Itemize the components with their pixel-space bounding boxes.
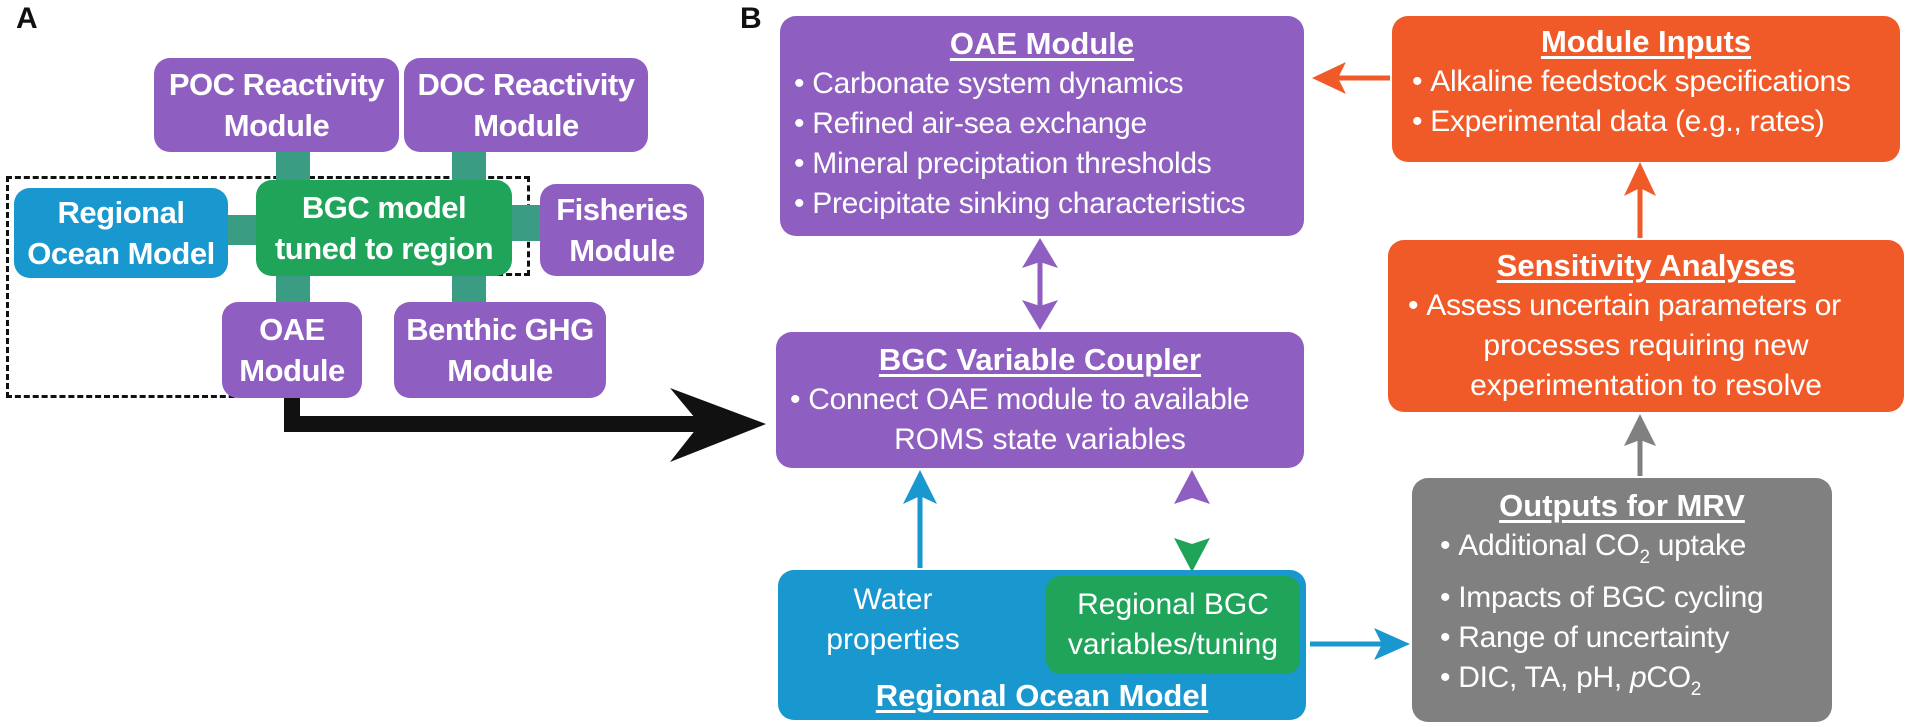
panel-b-label: B [740,2,762,35]
module-inputs-box: Module Inputs Alkaline feedstock specifi… [1392,16,1900,162]
module-inputs-bullets: Alkaline feedstock specifications Experi… [1412,62,1900,142]
module-inputs-bullet: Alkaline feedstock specifications [1412,62,1900,102]
bgc-model-label: BGC model tuned to region [274,190,494,266]
sensitivity-bullets: Assess uncertain parameters or [1408,286,1904,326]
coupler-bullet: Connect OAE module to available [790,380,1304,420]
oae-module-title: OAE Module [949,26,1135,61]
oae-bullet: Carbonate system dynamics [794,64,1304,104]
sensitivity-continuation: processes requiring new experimentation … [1388,326,1904,406]
benthic-ghg-module: Benthic GHG Module [394,302,606,398]
regional-ocean-label-a: Regional Ocean Model [27,195,215,271]
oae-module-box: OAE Module Carbonate system dynamics Ref… [780,16,1304,236]
dic-prefix: DIC, TA, pH, [1458,661,1630,694]
co2-subscript: 2 [1639,547,1650,568]
connector-benthic-bgc [452,272,486,306]
black-arrow [284,388,766,462]
dic-subscript: 2 [1690,679,1702,700]
outputs-bullet-dic: DIC, TA, pH, pCO2 [1440,658,1832,710]
outputs-mrv-box: Outputs for MRV Additional CO2 uptake Im… [1412,478,1832,722]
benthic-ghg-label: Benthic GHG Module [406,312,594,388]
doc-reactivity-module: DOC Reactivity Module [404,58,648,152]
co2-prefix: Additional CO [1458,529,1640,562]
oae-coupler-arrow [1022,238,1058,330]
water-to-coupler-arrow [903,470,937,568]
water-properties-label: Water properties [826,583,960,656]
oae-bullet: Refined air-sea exchange [794,104,1304,144]
sensitivity-to-inputs-arrow [1624,162,1656,238]
sensitivity-line: experimentation to resolve [1470,369,1822,402]
co2-suffix: uptake [1649,529,1747,562]
outputs-title: Outputs for MRV [1499,488,1745,523]
dic-co: CO [1646,661,1691,694]
dic-italic-p: p [1629,661,1647,694]
coupler-title: BGC Variable Coupler [878,342,1202,377]
panel-a-label: A [16,2,38,35]
coupler-bullets: Connect OAE module to available [790,380,1304,420]
sensitivity-bullet: Assess uncertain parameters or [1408,286,1904,326]
bgc-variable-coupler-box: BGC Variable Coupler Connect OAE module … [776,332,1304,468]
inputs-to-oae-arrow [1312,62,1390,94]
outputs-bullets: Additional CO2 uptake Impacts of BGC cyc… [1440,526,1832,710]
poc-reactivity-module: POC Reactivity Module [154,58,399,152]
oae-module-bullets: Carbonate system dynamics Refined air-se… [794,64,1304,224]
sensitivity-line: processes requiring new [1483,329,1809,362]
module-inputs-title: Module Inputs [1540,24,1752,59]
doc-reactivity-label: DOC Reactivity Module [417,67,635,143]
sensitivity-title: Sensitivity Analyses [1496,248,1796,283]
outputs-bullet-range: Range of uncertainty [1440,618,1832,658]
coupler-continuation: ROMS state variables [894,423,1186,456]
outputs-bullet-impacts: Impacts of BGC cycling [1440,578,1832,618]
regional-bgc-label: Regional BGC variables/tuning [1067,588,1279,661]
regional-ocean-model-b: Water properties Regional BGC variables/… [778,570,1306,720]
oae-module-label-a: OAE Module [239,312,345,388]
oae-bullet: Precipitate sinking characteristics [794,184,1304,224]
module-inputs-bullet: Experimental data (e.g., rates) [1412,102,1900,142]
oae-bullet: Mineral preciptation thresholds [794,144,1304,184]
bgc-model-module: BGC model tuned to region [256,180,512,276]
ocean-to-outputs-arrow [1310,628,1410,660]
fisheries-module: Fisheries Module [540,184,704,276]
fisheries-label: Fisheries Module [556,192,688,268]
regional-bgc-box: Regional BGC variables/tuning [1046,576,1300,674]
coupler-bgc-arrow [1174,470,1210,572]
regional-ocean-title: Regional Ocean Model [875,678,1209,713]
outputs-to-sensitivity-arrow [1624,414,1656,476]
outputs-bullet-co2: Additional CO2 uptake [1440,526,1832,578]
regional-ocean-model-a: Regional Ocean Model [14,188,228,278]
connector-oae-bgc [276,272,310,306]
oae-module-a: OAE Module [222,302,362,398]
sensitivity-analyses-box: Sensitivity Analyses Assess uncertain pa… [1388,240,1904,412]
poc-reactivity-label: POC Reactivity Module [168,67,385,143]
